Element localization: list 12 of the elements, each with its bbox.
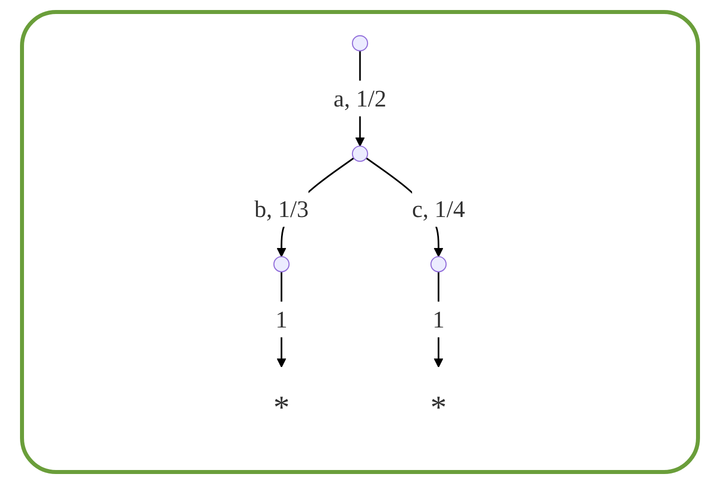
edge-label: 1: [276, 306, 288, 333]
node-text: *: [430, 390, 447, 426]
node-circle: [430, 256, 447, 272]
edge-label: b, 1/3: [254, 195, 309, 223]
node-circle: [352, 146, 368, 162]
node-circle: [273, 256, 290, 272]
node-text: *: [273, 390, 290, 426]
edge-label: c, 1/4: [412, 195, 466, 223]
node-circle: [352, 35, 368, 52]
frame-border: a, 1/2 b, 1/3 c, 1/4 1 1 * *: [20, 10, 700, 474]
edge-label: a, 1/2: [334, 84, 386, 112]
edge-label: 1: [432, 306, 444, 333]
